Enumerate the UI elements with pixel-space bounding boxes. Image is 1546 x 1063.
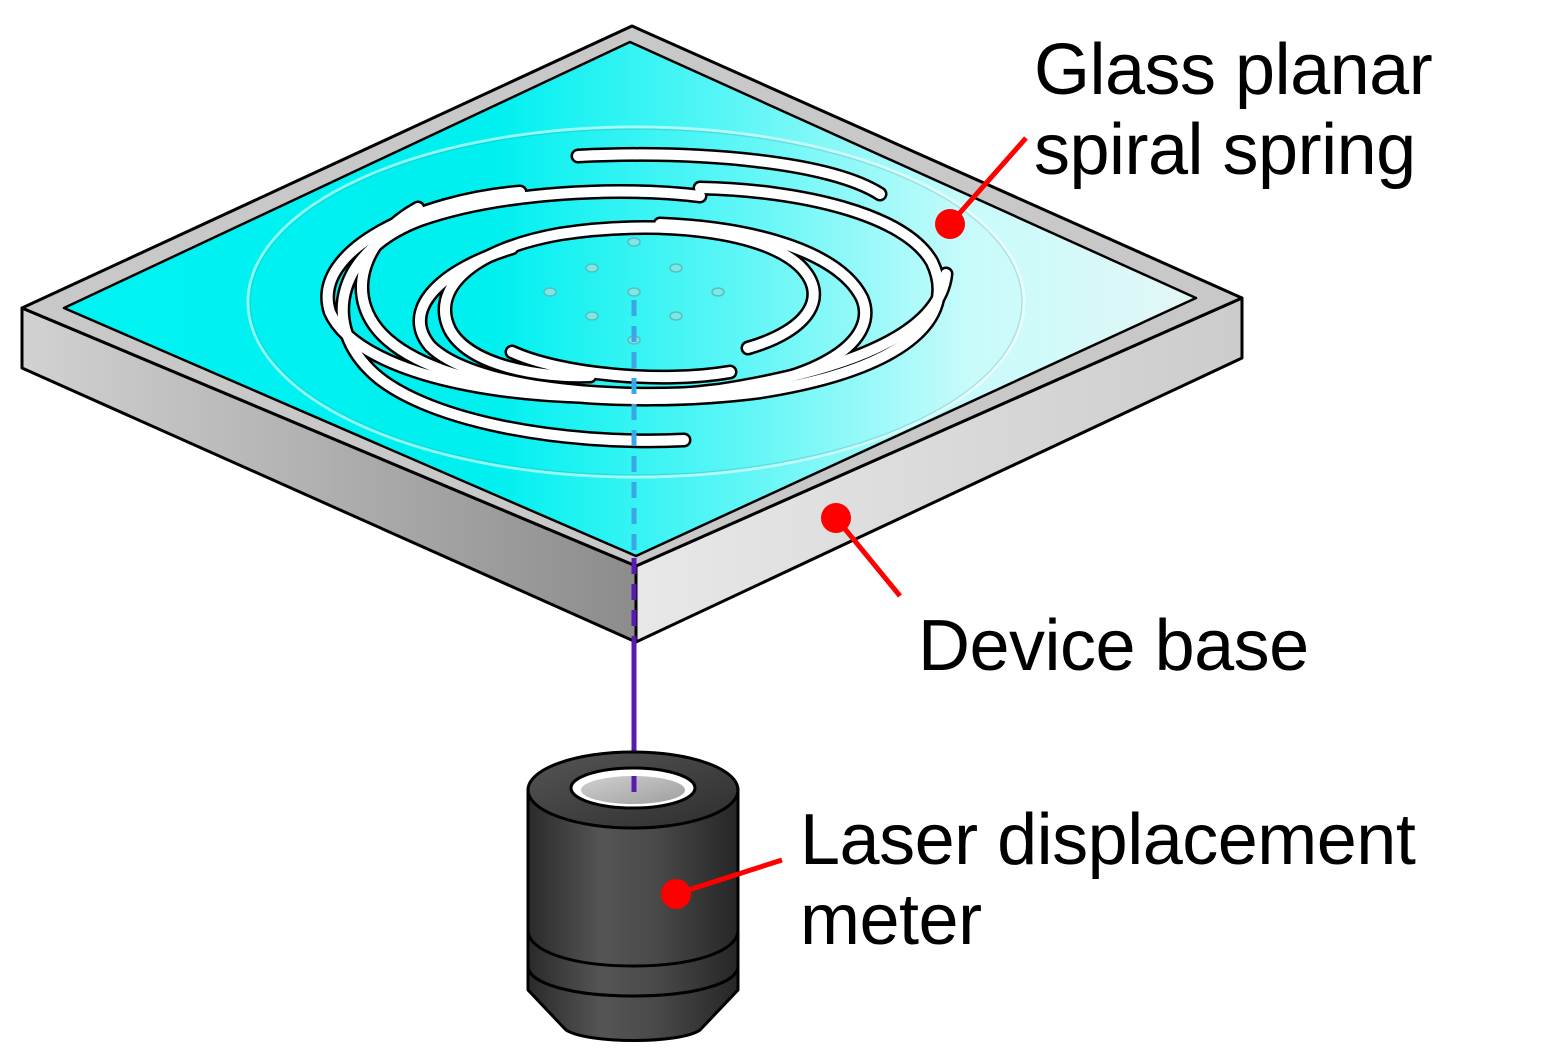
glass-pointer-dot — [935, 209, 965, 239]
glass-spring-label-line1: Glass planar — [1034, 30, 1433, 110]
hole — [585, 311, 599, 321]
spiral-slots — [320, 147, 954, 449]
glass-pointer-line — [948, 136, 1028, 226]
meter-pointer-dot — [661, 879, 691, 909]
hole — [711, 287, 725, 297]
device-base-label-line1: Device base — [918, 606, 1309, 686]
pointer-markers — [661, 136, 1028, 909]
hole — [669, 263, 683, 273]
hole — [585, 263, 599, 273]
glass-planar-spiral-spring — [62, 40, 1198, 558]
hole — [627, 287, 641, 297]
hole — [543, 287, 557, 297]
base-pointer-line — [834, 516, 902, 598]
meter-body — [526, 788, 740, 968]
laser-meter-label-line1: Laser displacement — [800, 800, 1416, 880]
laser-meter-label: Laser displacement meter — [800, 800, 1416, 960]
base-pointer-dot — [821, 503, 851, 533]
center-holes — [543, 237, 725, 345]
glass-plate — [62, 40, 1198, 558]
device-base-label: Device base — [918, 606, 1309, 686]
hole — [669, 311, 683, 321]
laser-meter-label-line2: meter — [800, 880, 982, 960]
hole — [627, 237, 641, 247]
glass-recess-shadow — [249, 128, 1023, 476]
meter-pointer-line — [675, 857, 783, 897]
glass-spring-label: Glass planar spiral spring — [1034, 30, 1433, 190]
glass-recess-outline — [246, 125, 1026, 479]
laser-displacement-meter — [526, 750, 740, 1042]
glass-spring-label-line2: spiral spring — [1034, 110, 1416, 190]
